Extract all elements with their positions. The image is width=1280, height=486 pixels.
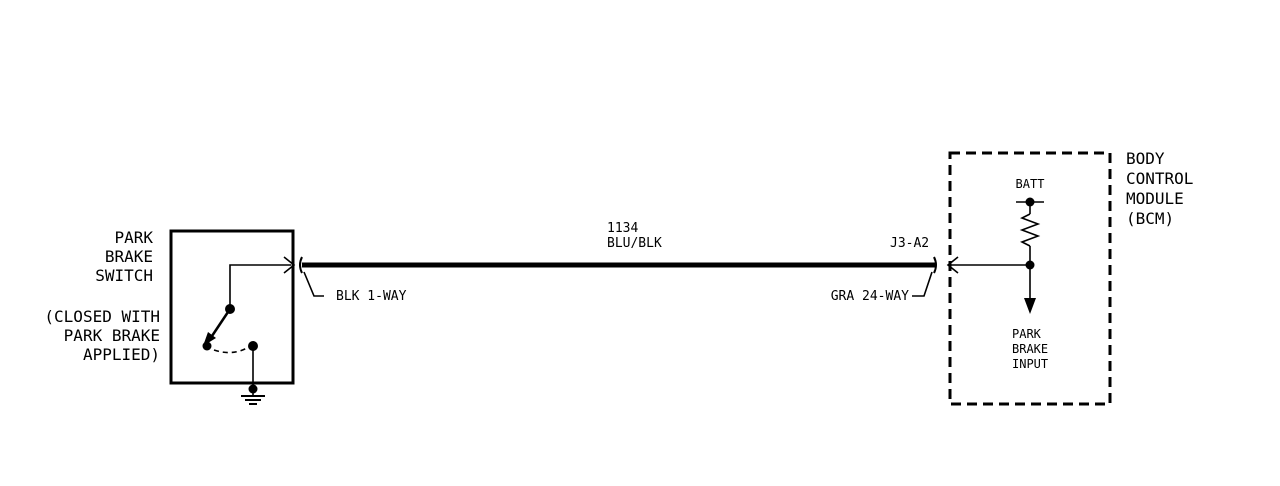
input-arrow-icon bbox=[1024, 298, 1036, 314]
bcm-title: BODY CONTROL MODULE (BCM) bbox=[1126, 149, 1193, 228]
park-brake-switch-box bbox=[169, 229, 295, 385]
switch-title: PARK BRAKE SWITCH bbox=[95, 228, 153, 285]
wire-circuit-number: 1134 bbox=[607, 221, 638, 236]
switch-arm bbox=[208, 308, 232, 340]
bcm-pin-label: J3-A2 bbox=[890, 236, 929, 251]
switch-note-line-3: APPLIED) bbox=[83, 345, 160, 364]
batt-label: BATT bbox=[1016, 177, 1045, 191]
switch-connector: BLK 1-WAY bbox=[283, 256, 407, 304]
switch-contacts bbox=[202, 264, 291, 394]
bcm-title-line-3: MODULE bbox=[1126, 189, 1184, 208]
switch-connector-pin bbox=[299, 256, 303, 274]
bcm-internal-circuit: BATT PARK BRAKE INPUT bbox=[950, 177, 1048, 371]
bcm-connector-leader bbox=[912, 271, 933, 297]
switch-feed-line bbox=[229, 264, 291, 309]
switch-connector-leader bbox=[303, 271, 324, 297]
bcm-input-line-1: PARK bbox=[1012, 327, 1042, 341]
switch-title-line-1: PARK bbox=[114, 228, 153, 247]
switch-title-line-3: SWITCH bbox=[95, 266, 153, 285]
pull-up-resistor-icon bbox=[1019, 213, 1041, 247]
switch-note-line-1: (CLOSED WITH bbox=[44, 307, 160, 326]
bcm-connector-arrow bbox=[946, 256, 959, 274]
switch-title-line-2: BRAKE bbox=[105, 247, 153, 266]
bcm-title-line-1: BODY bbox=[1126, 149, 1165, 168]
switch-moving-contact bbox=[202, 341, 212, 351]
bcm-connector-label: GRA 24-WAY bbox=[831, 289, 909, 304]
switch-connector-label: BLK 1-WAY bbox=[336, 289, 407, 304]
switch-travel-dashed bbox=[213, 347, 248, 354]
bcm-connector: J3-A2 GRA 24-WAY bbox=[831, 236, 959, 304]
switch-connector-arrow bbox=[283, 256, 296, 274]
wire-color-code: BLU/BLK bbox=[607, 236, 662, 251]
bcm-input-line-2: BRAKE bbox=[1012, 342, 1048, 356]
bcm-connector-pin bbox=[933, 256, 937, 274]
bcm-module-box bbox=[948, 151, 1112, 406]
bcm-title-line-2: CONTROL bbox=[1126, 169, 1193, 188]
switch-note-line-2: PARK BRAKE bbox=[64, 326, 160, 345]
switch-note: (CLOSED WITH PARK BRAKE APPLIED) bbox=[44, 307, 160, 364]
bcm-title-line-4: (BCM) bbox=[1126, 209, 1174, 228]
bcm-input-line-3: INPUT bbox=[1012, 357, 1048, 371]
ground-icon bbox=[241, 389, 265, 405]
